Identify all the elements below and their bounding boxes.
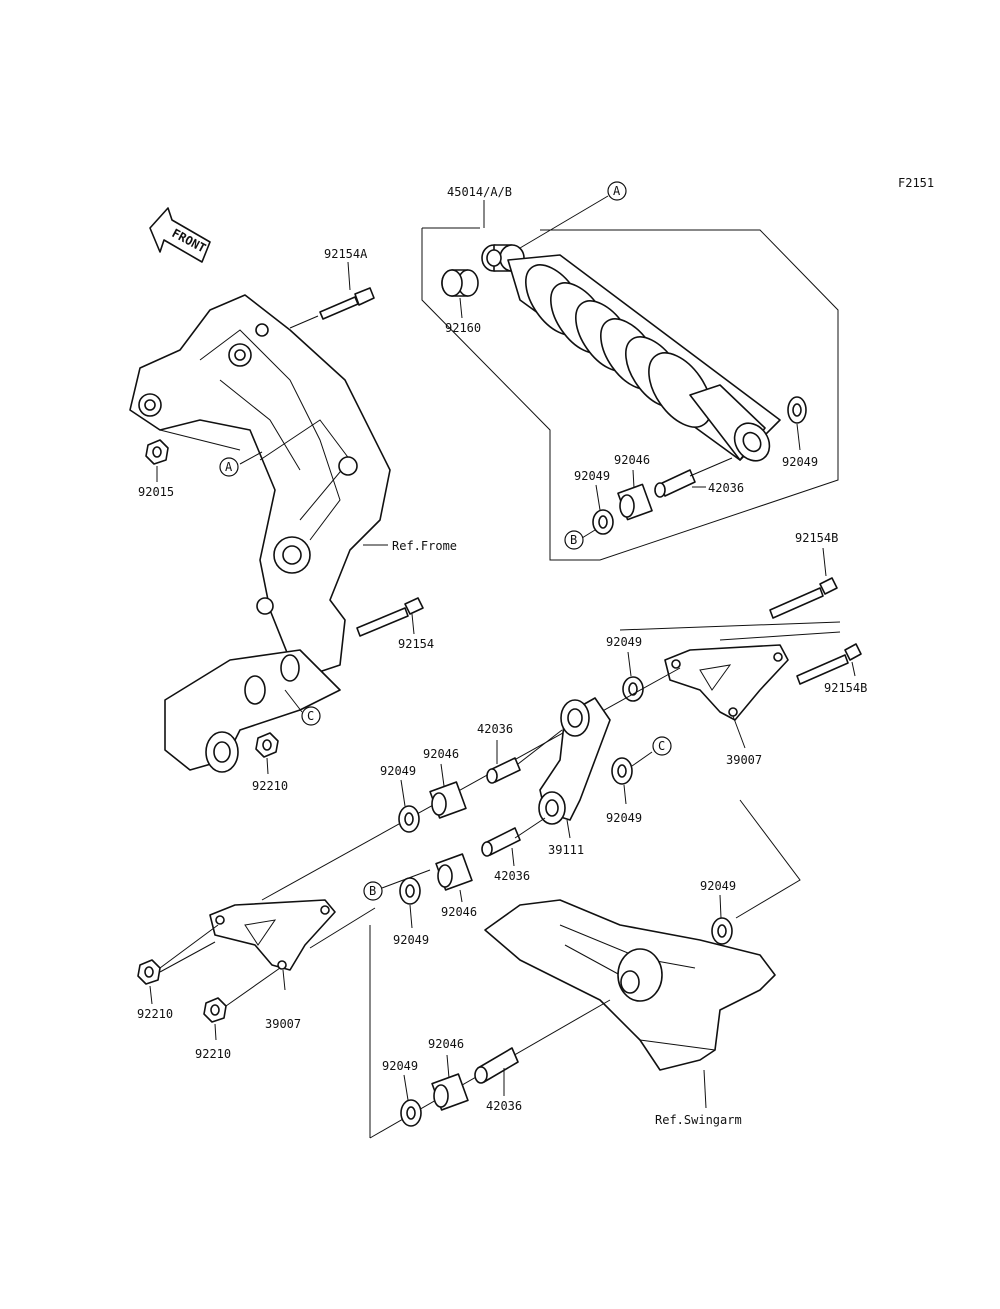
shock-absorber-group: 45014/A/B 92160 A [421, 181, 839, 561]
nut-92210-left-b: 92210 [195, 967, 281, 1061]
front-arrow-icon: FRONT [149, 207, 211, 263]
shock-sleeve-label: 42036 [708, 481, 744, 495]
collar-92160-label: 92160 [445, 321, 481, 335]
bolt-92154A: 92154A [289, 247, 375, 329]
nut-92015: 92015 [138, 429, 241, 499]
plate-39007-left-label: 39007 [265, 1017, 301, 1031]
figure-code: F2151 [898, 176, 934, 190]
rocker-arm-label: 39111 [548, 843, 584, 857]
shock-assembly-label: 45014/A/B [447, 185, 512, 199]
nut-92210-frame-label: 92210 [252, 779, 288, 793]
bolt-92154: 92154 [356, 597, 434, 651]
frame-reference: Ref.Frome [129, 294, 457, 773]
nut-92210-frame: 92210 [252, 732, 288, 793]
shock-bearing-label: 92046 [614, 453, 650, 467]
callout-B-shock: B [570, 533, 577, 547]
seal-mid-left-label: 92049 [380, 764, 416, 778]
seal-top-right-label: 92049 [606, 635, 642, 649]
bolt-92154-label: 92154 [398, 637, 434, 651]
sleeve-mid-label: 42036 [477, 722, 513, 736]
bolt-92154B-top: 92154B [769, 531, 838, 619]
plate-39007-left: 39007 [209, 899, 376, 1031]
bottom-seal-label: 92049 [382, 1059, 418, 1073]
plate-39007-right: 39007 [619, 621, 841, 767]
bolt-92154B-top-label: 92154B [795, 531, 838, 545]
sleeve-lower-label: 42036 [494, 869, 530, 883]
bolt-92154B-mid-label: 92154B [824, 681, 867, 695]
swingarm-reference: Ref.Swingarm [484, 899, 776, 1127]
seal-lower-left-label: 92049 [393, 933, 429, 947]
bolt-92154B-mid: 92154B [796, 643, 867, 695]
bottom-sleeve-label: 42036 [486, 1099, 522, 1113]
callout-C-rocker: C [658, 739, 665, 753]
bolt-92154A-label: 92154A [324, 247, 368, 261]
callout-C-frame: C [307, 709, 314, 723]
callout-A-top: A [613, 184, 621, 198]
shock-seal-left-label: 92049 [574, 469, 610, 483]
nut-92210-left-a-label: 92210 [137, 1007, 173, 1021]
nut-92210-left-a: 92210 [137, 924, 219, 1021]
nut-92210-left-b-label: 92210 [195, 1047, 231, 1061]
collar-92160 [441, 269, 479, 297]
rocker-arm-39111: 39111 [538, 697, 611, 857]
seal-mid-right-label: 92049 [606, 811, 642, 825]
nut-92015-label: 92015 [138, 485, 174, 499]
shock-spring-icon [525, 264, 712, 428]
callout-B-lower: B [369, 884, 376, 898]
plate-39007-right-label: 39007 [726, 753, 762, 767]
ref-swingarm-label: Ref.Swingarm [655, 1113, 742, 1127]
ref-frame-label: Ref.Frome [392, 539, 457, 553]
bottom-bearing-label: 92046 [428, 1037, 464, 1051]
shock-seal-right-label: 92049 [782, 455, 818, 469]
bearing-mid-label: 92046 [423, 747, 459, 761]
seal-swingarm-label: 92049 [700, 879, 736, 893]
callout-A-frame: A [225, 460, 233, 474]
bearing-lower-label: 92046 [441, 905, 477, 919]
